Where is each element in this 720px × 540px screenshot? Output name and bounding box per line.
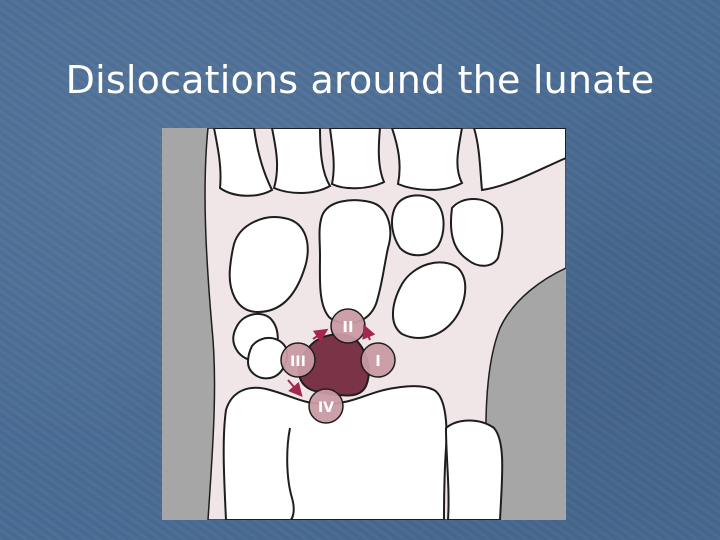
position-iii: III (280, 342, 316, 378)
ulna (444, 419, 504, 520)
trapezium (228, 216, 309, 314)
label-iii: III (290, 354, 306, 370)
capitate (318, 199, 392, 325)
arrow-to-ii-left (312, 328, 329, 343)
slide-title: Dislocations around the lunate (65, 58, 655, 102)
position-ii: II (330, 308, 366, 344)
position-iv: IV (308, 388, 344, 424)
arrow-to-ii-right (362, 324, 376, 341)
label-ii: II (342, 318, 353, 336)
forearm-bones (222, 385, 504, 520)
metacarpals (212, 128, 566, 197)
hamate (391, 194, 445, 257)
label-i: I (375, 352, 381, 370)
wrist-diagram: II III I IV (162, 128, 566, 520)
dislocation-arrows (287, 324, 376, 398)
radius (222, 385, 448, 520)
hook-of-hamate (450, 198, 504, 267)
position-i: I (360, 342, 396, 378)
triquetrum (392, 261, 467, 339)
label-iv: IV (318, 400, 334, 416)
scaphoid (246, 337, 288, 380)
arrow-to-iv (287, 379, 303, 398)
proximal-carpals (246, 261, 467, 380)
